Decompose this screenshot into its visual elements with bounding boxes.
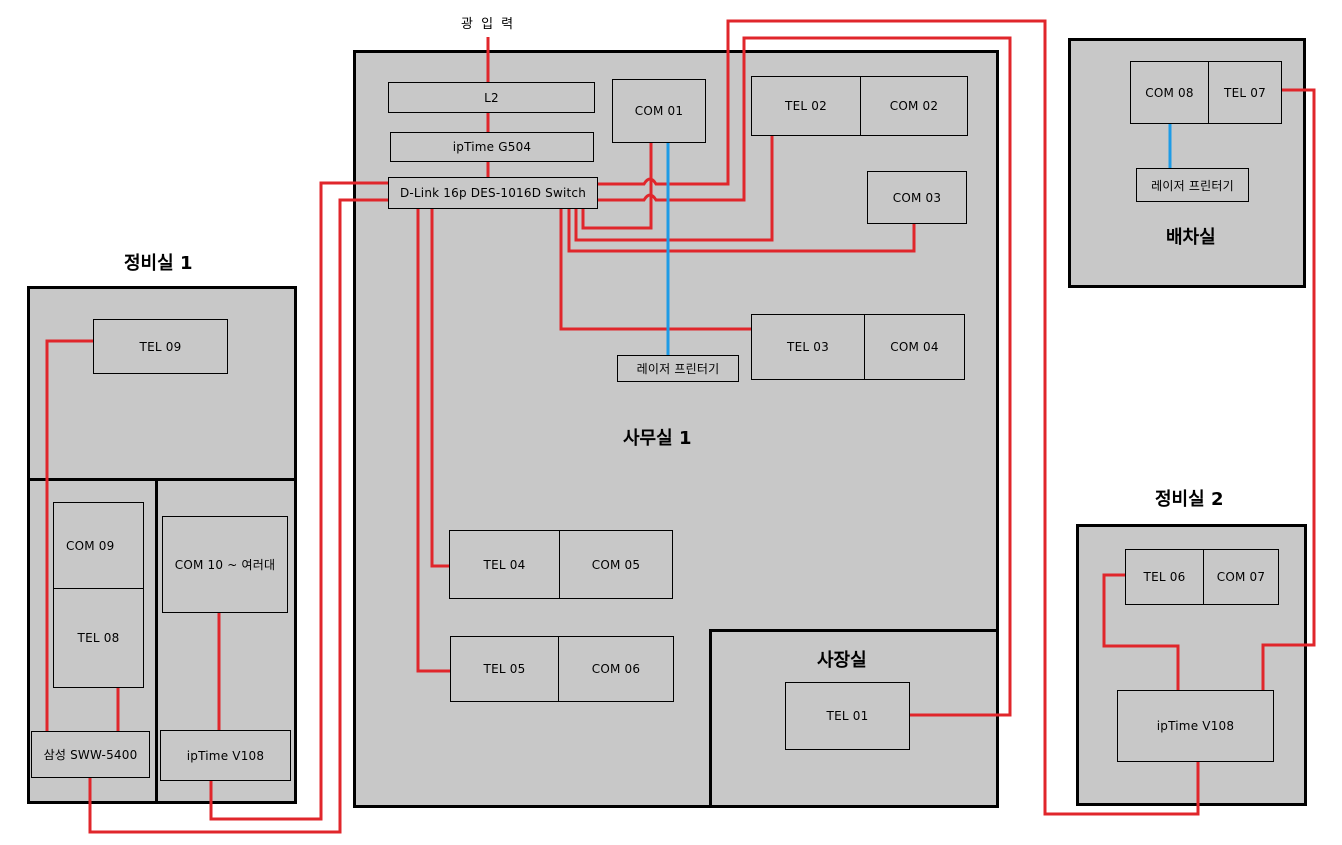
iptime-v108-maint2: ipTime V108 [1117,690,1274,762]
tel09: TEL 09 [93,319,228,374]
l2-switch: L2 [388,82,595,113]
cable-switch-to-ceo-tel01 [597,36,1012,717]
tel06: TEL 06 [1125,549,1204,605]
tel05: TEL 05 [450,636,559,702]
cable-switch-to-maint1-samsung [88,198,388,834]
cable-switch-to-tel05 [416,209,451,673]
com05: COM 05 [559,530,673,599]
tel04: TEL 04 [449,530,560,599]
com09: COM 09 [53,502,144,589]
printer-cables [666,123,1172,355]
cable-switch-to-maint1-v108 [209,181,388,821]
ceo-room-title: 사장실 [817,650,867,671]
fiber-input-label: 광 입 력 [461,17,516,32]
cable-switch-to-tel04 [430,209,450,568]
com10-multiple: COM 10 ~ 여러대 [162,516,288,613]
ethernet-cables [45,19,1316,834]
cable-switch-to-com03 [567,209,916,253]
iptime-g504-router: ipTime G504 [390,132,594,162]
iptime-v108-maint1: ipTime V108 [160,730,291,781]
tel08: TEL 08 [53,588,144,688]
cable-samsung-to-tel09 [45,339,94,732]
laser-printer-office: 레이저 프린터기 [617,355,739,382]
office1-title: 사무실 1 [623,428,692,449]
com04: COM 04 [864,314,965,380]
tel01: TEL 01 [785,682,910,750]
samsung-sww-5400: 삼성 SWW-5400 [31,731,150,778]
cable-switch-to-tel03 [559,209,752,331]
tel03: TEL 03 [751,314,865,380]
com02: COM 02 [860,76,968,136]
cable-tel07-to-maint2-v108 [1261,88,1316,691]
com07: COM 07 [1203,549,1279,605]
maint1-title: 정비실 1 [124,253,193,274]
laser-printer-dispatch: 레이저 프린터기 [1136,168,1249,202]
cable-switch-to-tel02 [574,134,774,242]
com01: COM 01 [612,79,706,143]
dispatch-room-title: 배차실 [1166,227,1216,248]
com08: COM 08 [1130,61,1209,124]
dlink-switch: D-Link 16p DES-1016D Switch [388,177,598,209]
com03: COM 03 [867,171,967,224]
tel02: TEL 02 [751,76,861,136]
cable-v108-to-tel06 [1102,573,1180,691]
com06: COM 06 [558,636,674,702]
tel07: TEL 07 [1208,61,1282,124]
maint2-title: 정비실 2 [1155,489,1224,510]
cable-switch-to-dispatch-tel07 [597,19,1200,816]
maint1-top-room [27,286,297,481]
cable-switch-to-com01 [581,142,653,230]
